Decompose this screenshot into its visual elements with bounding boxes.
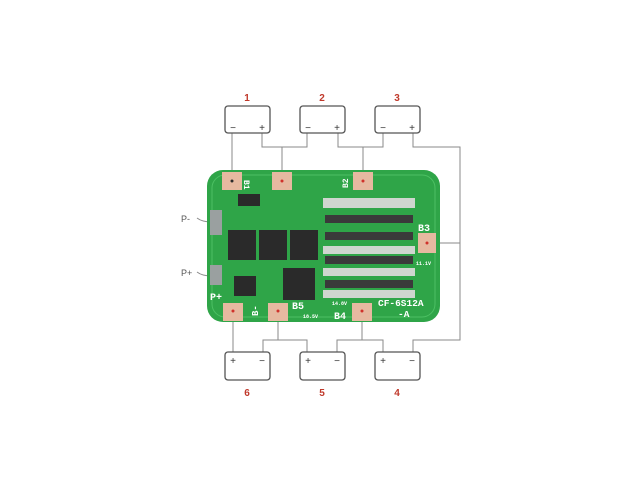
battery-3: 3 − + <box>374 93 421 134</box>
battery-number: 3 <box>394 93 400 104</box>
p-plus-board-label: P+ <box>210 293 222 304</box>
model-label: CF-6S12A <box>378 298 424 309</box>
minus-terminal: − <box>334 356 340 367</box>
minus-terminal: − <box>380 123 386 134</box>
model-suffix: -A <box>398 309 410 320</box>
minus-terminal: − <box>230 123 236 134</box>
battery-number: 2 <box>319 93 325 104</box>
b3-voltage: 11.1V <box>416 261 431 267</box>
battery-number: 1 <box>244 93 250 104</box>
plus-terminal: + <box>380 356 386 367</box>
b5-label: B5 <box>292 302 304 313</box>
b4-label: B4 <box>334 312 346 323</box>
b-minus-label: B- <box>251 305 261 316</box>
battery-number: 5 <box>319 388 325 399</box>
battery-number: 4 <box>394 388 400 399</box>
plus-terminal: + <box>305 356 311 367</box>
p-plus-label: P+ <box>181 268 192 278</box>
b3-label: B3 <box>418 224 430 235</box>
b1-label: B1 <box>241 180 250 190</box>
b2-label: B2 <box>342 178 351 188</box>
battery-2: 2 − + <box>299 93 346 134</box>
pcb-board: P+ B- B1 B2 B3 11.1V B5 18.5V B4 14.8V C… <box>207 170 440 323</box>
minus-terminal: − <box>409 356 415 367</box>
battery-number: 6 <box>244 388 250 399</box>
battery-1: 1 − + <box>224 93 271 134</box>
minus-terminal: − <box>305 123 311 134</box>
p-minus-label: P- <box>181 214 190 224</box>
battery-5: + − 5 <box>299 351 346 399</box>
plus-terminal: + <box>409 123 415 134</box>
plus-terminal: + <box>334 123 340 134</box>
minus-terminal: − <box>259 356 265 367</box>
b4-voltage: 14.8V <box>332 301 347 307</box>
plus-terminal: + <box>230 356 236 367</box>
plus-terminal: + <box>259 123 265 134</box>
b5-voltage: 18.5V <box>303 314 318 320</box>
battery-4: + − 4 <box>374 351 421 399</box>
battery-6: + − 6 <box>224 351 271 399</box>
